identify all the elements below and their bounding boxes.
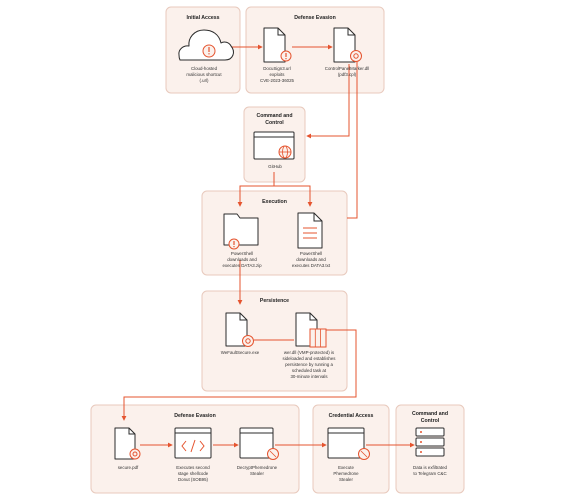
node-wer-dll: wer.dll (VMP-protected) is sideloaded an… <box>283 350 337 379</box>
label-line: Stealer <box>250 471 264 476</box>
label-line: DecryptPhemedrone <box>237 465 278 470</box>
panel-title-command-control-1b: Control <box>265 120 284 126</box>
file-gear-icon <box>333 27 362 63</box>
label-line: Data is exfiltrated <box>413 465 447 470</box>
label-line: exploits <box>270 72 286 77</box>
label-line: DocuSign3.url <box>263 66 291 71</box>
label-line: secure.pdf <box>118 465 139 470</box>
label-line: stage shellcode <box>178 471 209 476</box>
label-line: persistence by running a <box>285 362 333 367</box>
file-warning-icon <box>263 27 292 63</box>
label-line: malicious shortcut <box>186 72 222 77</box>
pdf-gear-icon <box>114 427 141 460</box>
label-line: (.url) <box>199 78 209 83</box>
node-decrypt: DecryptPhemedrone Stealer <box>237 465 278 476</box>
node-execute-stealer: Execute Phemedrone Stealer <box>333 465 359 482</box>
panel-title-command-control-2b: Control <box>421 418 440 424</box>
decrypt-window-icon <box>239 427 279 460</box>
label-line: WeFaultSecure.exe <box>221 350 260 355</box>
executable-gear-icon <box>225 312 254 347</box>
label-line: downloads and <box>296 257 326 262</box>
label-line: executes DATA3.zip <box>222 263 262 268</box>
label-line: downloads and <box>227 257 257 262</box>
label-line: PowerShell <box>231 251 253 256</box>
node-ps-txt: PowerShell downloads and executes DATA3.… <box>292 251 331 268</box>
flow-line <box>347 59 358 219</box>
label-line: Stealer <box>339 477 353 482</box>
label-line: (pdf3.cpl) <box>338 72 357 77</box>
stealer-window-icon <box>327 427 370 460</box>
node-docusign: DocuSign3.url exploits CVE-2023-36025 <box>260 66 294 83</box>
label-line: PowerShell <box>300 251 322 256</box>
label-line: sideloaded and establishes <box>283 356 337 361</box>
label-line: Executes second <box>176 465 210 470</box>
flow-arrow <box>274 185 313 207</box>
cloud-icon <box>178 29 234 61</box>
label-line: Donut (SOB95) <box>178 477 209 482</box>
panel-title-defense-evasion-2: Defense Evasion <box>174 413 216 419</box>
flow-arrow <box>306 64 350 139</box>
flow-arrow <box>121 329 357 421</box>
label-line: to Telegram C&C <box>413 471 446 476</box>
label-line: GitHub <box>268 164 282 169</box>
node-shortcut: Cloud-hosted malicious shortcut (.url) <box>186 66 222 83</box>
node-wefault: WeFaultSecure.exe <box>221 350 260 355</box>
panel-title-execution: Execution <box>262 199 287 205</box>
node-github: GitHub <box>268 164 282 169</box>
label-line: scheduled task at <box>292 368 327 373</box>
text-file-icon <box>297 212 323 249</box>
protected-dll-icon <box>295 312 327 348</box>
panel-title-credential-access: Credential Access <box>329 413 374 419</box>
node-ps-zip: PowerShell downloads and executes DATA3.… <box>222 251 262 268</box>
label-line: 30-minute intervals <box>290 374 328 379</box>
panel-title-defense-evasion-1: Defense Evasion <box>294 15 336 21</box>
folder-icon <box>223 213 259 250</box>
node-secure-pdf: secure.pdf <box>118 465 139 470</box>
browser-globe-icon <box>253 131 295 160</box>
panel-title-command-control-1a: Command and <box>256 113 292 119</box>
panel-title-persistence: Persistence <box>260 298 289 304</box>
node-donut: Executes second stage shellcode Donut (S… <box>176 465 210 482</box>
flow-connectors <box>121 44 415 448</box>
node-controlpanel: ControlPanelMarker.dll (pdf3.cpl) <box>325 66 369 77</box>
node-exfil: Data is exfiltrated to Telegram C&C <box>413 465 447 476</box>
panel-title-initial-access: Initial Access <box>187 15 220 21</box>
code-window-icon <box>174 427 212 459</box>
label-line: CVE-2023-36025 <box>260 78 294 83</box>
label-line: Execute <box>338 465 354 470</box>
panel-title-command-control-2a: Command and <box>412 411 448 417</box>
server-icon <box>415 427 445 457</box>
flow-arrow <box>237 172 275 207</box>
label-line: executes DATA3.txt <box>292 263 331 268</box>
panel-execution: Execution <box>201 190 348 276</box>
label-line: wer.dll (VMP-protected) is <box>284 350 335 355</box>
label-line: ControlPanelMarker.dll <box>325 66 369 71</box>
label-line: Cloud-hosted <box>191 66 218 71</box>
label-line: Phemedrone <box>333 471 359 476</box>
